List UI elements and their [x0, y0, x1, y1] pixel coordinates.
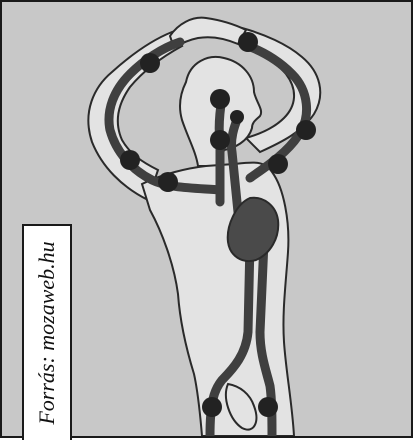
node [202, 397, 222, 417]
node [120, 150, 140, 170]
node [296, 120, 316, 140]
node [210, 130, 230, 150]
credit-box: Forrás: mozaweb.hu [22, 224, 72, 440]
node [158, 172, 178, 192]
node [268, 154, 288, 174]
neck-vessel-right [231, 118, 238, 212]
node [210, 89, 230, 109]
credit-text: Forrás: mozaweb.hu [34, 241, 60, 424]
node [238, 32, 258, 52]
node [258, 397, 278, 417]
node [230, 110, 244, 124]
node [140, 53, 160, 73]
neck-vessel-left [219, 98, 222, 202]
